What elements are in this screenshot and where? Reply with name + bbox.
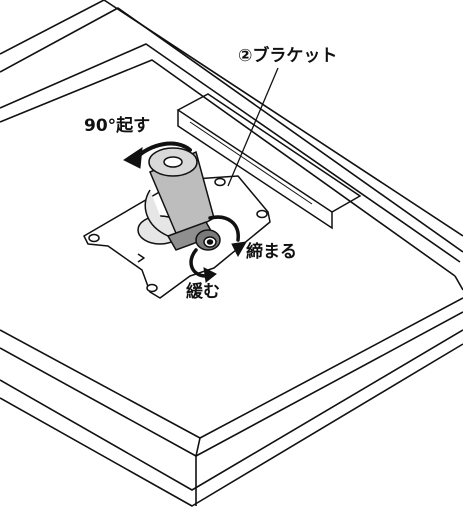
rotate-arrow-icon xyxy=(123,141,192,169)
rotate-label: 90°起す xyxy=(84,116,151,136)
tighten-arrow-icon xyxy=(208,215,247,258)
hinge-arm xyxy=(144,147,216,251)
loosen-label: 緩む xyxy=(186,282,220,302)
bracket-leader-line xyxy=(227,67,279,187)
bracket-recess xyxy=(176,93,362,230)
knob-screw xyxy=(195,229,221,251)
loosen-arrow-icon xyxy=(189,248,217,283)
tighten-label: 締まる xyxy=(246,242,297,262)
monitor-back-panel xyxy=(0,0,463,507)
bracket-label: ②ブラケット xyxy=(238,46,338,66)
